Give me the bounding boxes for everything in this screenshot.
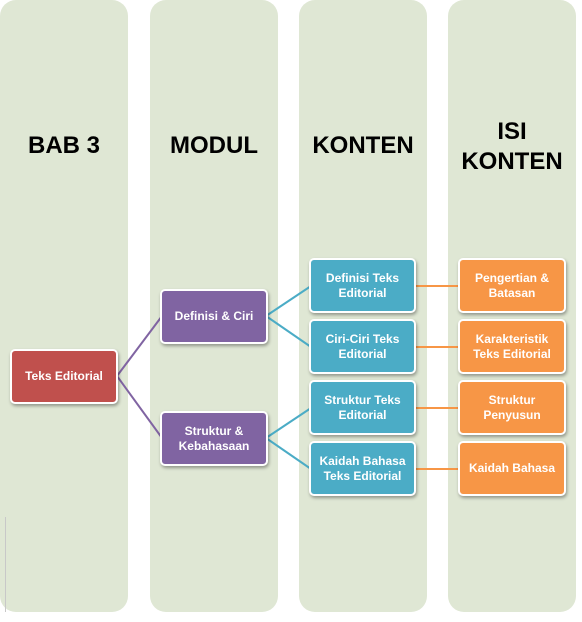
node-module-struktur-kebahasaan: Struktur & Kebahasaan: [160, 411, 268, 466]
column-title-isi-konten: ISI KONTEN: [461, 118, 563, 175]
link-module1-content2: [265, 315, 312, 348]
node-detail-pengertian: Pengertian & Batasan: [458, 258, 566, 313]
node-content-definisi: Definisi Teks Editorial: [309, 258, 416, 313]
column-title-modul: MODUL: [170, 132, 258, 159]
column-title-bab: BAB 3: [27, 132, 100, 159]
node-detail-kaidah: Kaidah Bahasa: [458, 441, 566, 496]
link-module2-content3: [265, 407, 312, 439]
link-module1-content1: [265, 285, 312, 317]
link-root-module2: [116, 375, 163, 439]
node-content-struktur: Struktur Teks Editorial: [309, 380, 416, 435]
node-content-kaidah: Kaidah Bahasa Teks Editorial: [309, 441, 416, 496]
link-module2-content4: [265, 437, 312, 470]
node-content-ciri: Ciri-Ciri Teks Editorial: [309, 319, 416, 374]
node-detail-struktur: Struktur Penyusun: [458, 380, 566, 435]
left-edge-line: [5, 517, 6, 612]
node-root: Teks Editorial: [10, 349, 118, 404]
column-bab: BAB 3: [0, 0, 128, 612]
link-root-module1: [116, 315, 163, 377]
column-title-konten: KONTEN: [312, 132, 414, 159]
node-detail-karakteristik: Karakteristik Teks Editorial: [458, 319, 566, 374]
node-module-definisi-ciri: Definisi & Ciri: [160, 289, 268, 344]
